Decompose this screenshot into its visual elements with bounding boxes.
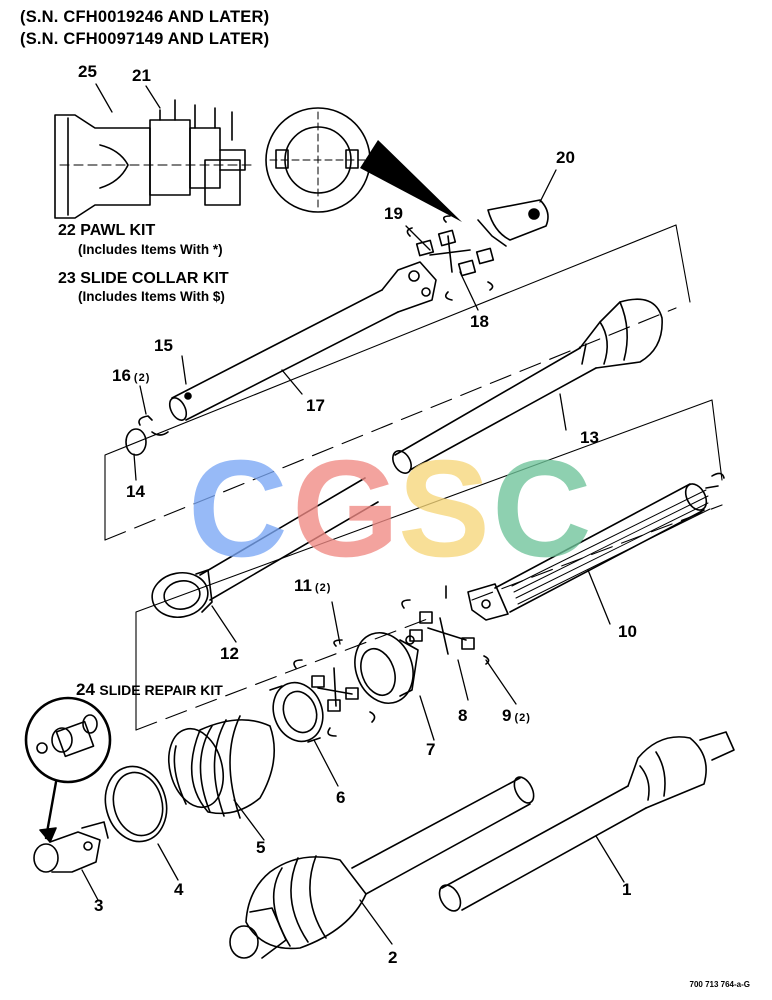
slide-collar-kit-number: 23 (58, 270, 76, 287)
callout-7: 7 (426, 740, 436, 759)
item-5-boot (168, 715, 276, 819)
callout-12: 12 (220, 644, 239, 663)
slide-repair-kit-title: 24 SLIDE REPAIR KIT (76, 680, 223, 700)
callout-5: 5 (256, 838, 266, 857)
slide-collar-kit-title: 23 SLIDE COLLAR KIT (58, 270, 229, 288)
callout-10: 10 (618, 622, 637, 641)
watermark-letter-g: G (292, 432, 400, 586)
item-4-ring (104, 765, 168, 843)
slide-collar-kit-name: SLIDE COLLAR KIT (80, 270, 229, 287)
callout-4: 4 (174, 880, 184, 899)
callout-17: 17 (306, 396, 325, 415)
item-10-splined-shaft (467, 472, 725, 621)
pawl-kit-name: PAWL KIT (80, 222, 156, 239)
callout-8: 8 (458, 706, 468, 725)
serial-range-line-2: (S.N. CFH0097149 AND LATER) (20, 30, 270, 48)
callout-21: 21 (132, 66, 151, 85)
serial-range-line-1: (S.N. CFH0019246 AND LATER) (20, 8, 270, 26)
item-3-yoke (33, 821, 109, 873)
callout-25: 25 (78, 62, 97, 81)
upper-yoke-and-cross (406, 199, 549, 301)
item-17-tube (125, 261, 437, 456)
callout-20: 20 (556, 148, 575, 167)
detail-collar-end-view (265, 107, 462, 222)
item-24-inset (24, 696, 112, 843)
slide-repair-kit-name: SLIDE REPAIR KIT (99, 682, 223, 698)
watermark-letter-c2: C (492, 432, 592, 586)
slide-collar-kit-subtitle: (Includes Items With $) (78, 289, 225, 304)
drawing-number: 700 713 764-a-G (689, 980, 751, 989)
callout-19: 19 (384, 204, 403, 223)
left-cross-kit (293, 639, 376, 737)
callout-2: 2 (388, 948, 398, 967)
item-13-tube (392, 298, 663, 474)
item-6-bearing-ring (269, 681, 324, 743)
watermark-letter-c1: C (188, 432, 288, 586)
callout-15: 15 (154, 336, 173, 355)
item-2-outer-assembly (229, 776, 535, 959)
assembly-guide-lines (104, 224, 723, 731)
center-yoke-and-cross (354, 585, 490, 704)
detail-yoke-inset (54, 99, 253, 219)
callout-14: 14 (126, 482, 145, 501)
item-12-shield (151, 477, 379, 619)
callout-1: 1 (622, 880, 632, 899)
item-1-outer-tube (438, 731, 735, 912)
callout-9: 9(2) (502, 706, 531, 725)
pawl-kit-number: 22 (58, 222, 76, 239)
pawl-kit-title: 22 PAWL KIT (58, 222, 155, 240)
callout-16: 16(2) (112, 366, 151, 385)
watermark-letter-s: S (398, 432, 491, 586)
callout-18: 18 (470, 312, 489, 331)
callout-11: 11(2) (294, 576, 332, 595)
callout-6: 6 (336, 788, 346, 807)
callout-3: 3 (94, 896, 104, 915)
slide-repair-kit-number: 24 (76, 680, 95, 699)
pawl-kit-subtitle: (Includes Items With *) (78, 242, 223, 257)
callout-13: 13 (580, 428, 599, 447)
leader-lines (81, 83, 625, 945)
